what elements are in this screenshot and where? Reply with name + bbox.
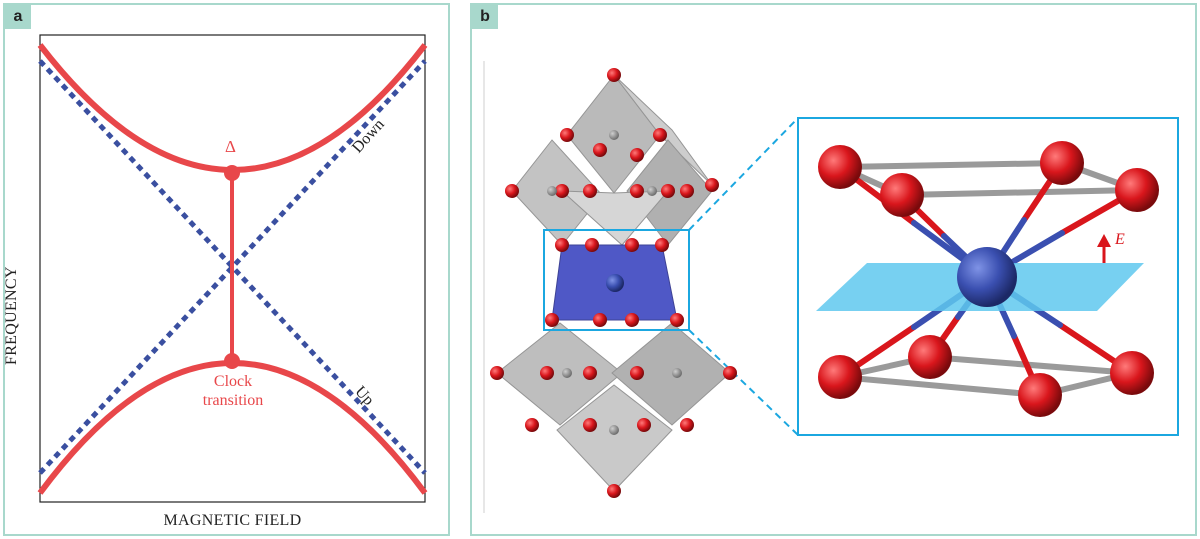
metal-ion [957,247,1017,307]
plot-frame [39,34,426,503]
panel-a-tag: a [5,5,31,29]
upper-polyhedra [511,74,713,246]
x-axis-title: MAGNETIC FIELD [163,512,302,529]
field-label: E [1115,231,1125,248]
panel-a: a Δ Down Up Clock transition MAGNETIC FI… [3,3,450,536]
clock-label-line2: transition [202,392,264,409]
field-arrow-icon [1097,234,1111,263]
leader-top [688,117,799,231]
clock-label-line1: Clock [213,373,253,390]
up-line [38,59,427,475]
central-metal [606,274,624,292]
panel-b-tag: b [472,5,498,29]
energy-level-diagram [37,34,428,503]
y-axis-title: FREQUENCY [3,266,20,365]
left-oxygen-atoms [490,68,737,498]
panel-b: b [470,3,1197,536]
upper-gap-point [224,165,240,181]
lower-polyhedra [496,322,731,492]
left-gray-atoms [547,130,682,435]
lower-gap-point [224,353,240,369]
crystal-structure [483,61,1179,513]
zoom-oxygen-atoms [818,141,1159,417]
down-line [38,59,427,475]
selection-box [543,229,690,331]
gap-label: Δ [225,137,236,156]
leader-bottom [688,329,799,436]
